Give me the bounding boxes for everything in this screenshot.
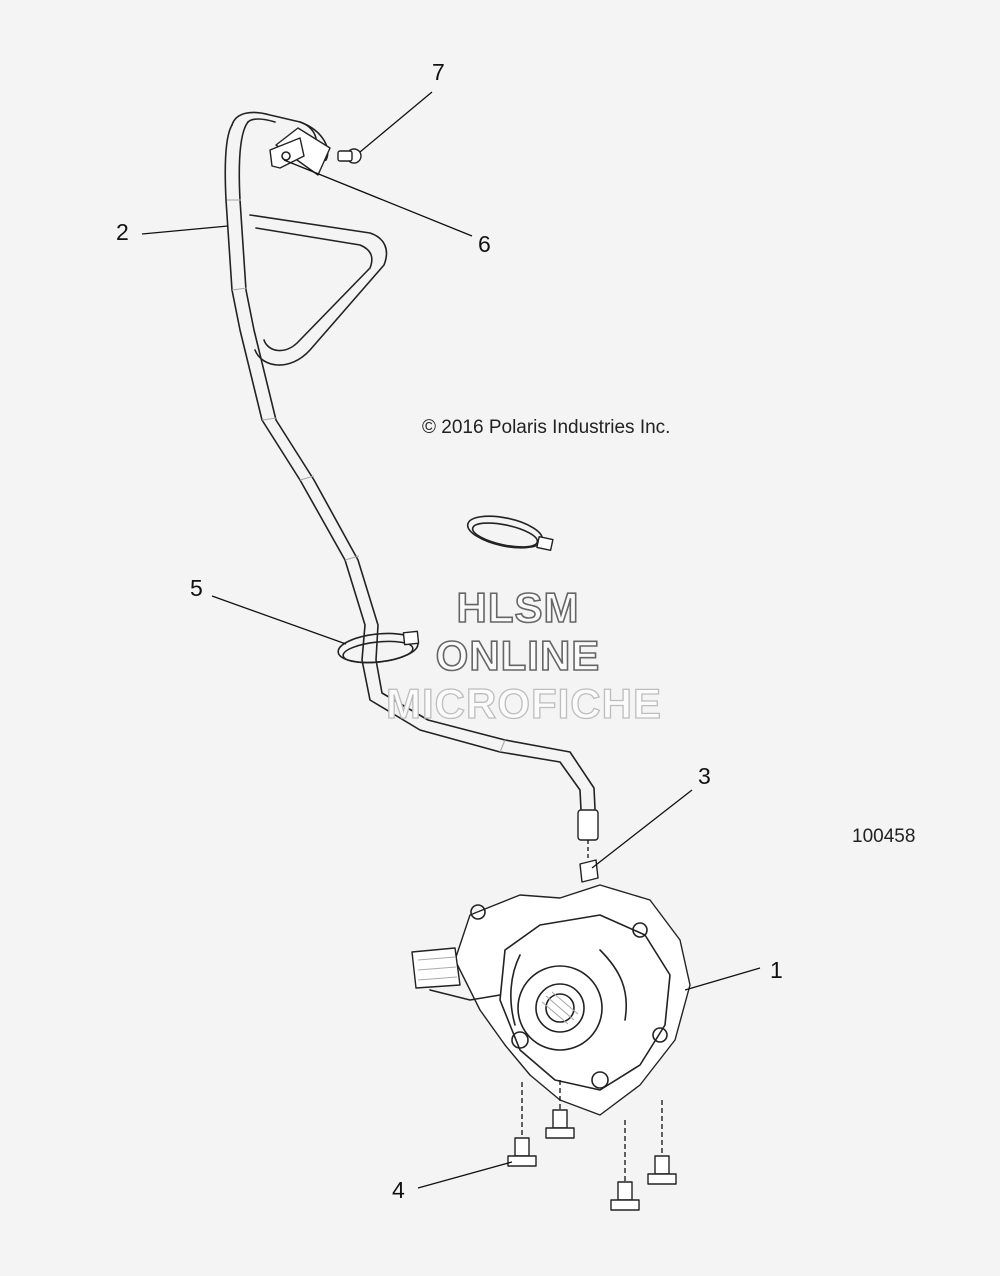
callout-5: 5 — [190, 575, 203, 601]
leader-2 — [141, 225, 229, 235]
vent-fitting — [579, 840, 599, 883]
bolt — [610, 1120, 640, 1211]
callout-2: 2 — [116, 219, 129, 245]
mounting-bolts — [507, 1080, 677, 1211]
leader-1 — [684, 967, 761, 991]
cable-tie — [337, 630, 420, 664]
bolt — [545, 1080, 575, 1139]
callout-6: 6 — [478, 231, 491, 257]
bolt — [507, 1082, 537, 1167]
watermark: HLSM ONLINE MICROFICHE — [385, 583, 662, 727]
leader-lines — [141, 91, 761, 1189]
bolt — [647, 1100, 677, 1185]
bracket-screw — [337, 148, 362, 164]
callout-1: 1 — [770, 957, 783, 983]
watermark-line-1: HLSM — [457, 584, 580, 631]
hose-bracket — [269, 137, 305, 169]
watermark-line-3: MICROFICHE — [386, 680, 662, 727]
leader-7 — [359, 91, 433, 153]
callout-4: 4 — [392, 1177, 405, 1203]
figure-number: 100458 — [852, 826, 915, 847]
watermark-line-2: ONLINE — [436, 632, 601, 679]
leader-5 — [211, 595, 347, 645]
cable-tie-loose — [466, 515, 554, 552]
copyright-notice: © 2016 Polaris Industries Inc. — [422, 417, 670, 438]
leader-6 — [283, 159, 473, 237]
leader-3 — [591, 789, 693, 869]
vent-hose — [224, 111, 599, 841]
callout-7: 7 — [432, 59, 445, 85]
callout-3: 3 — [698, 763, 711, 789]
gearcase — [411, 884, 691, 1116]
leader-4 — [417, 1161, 513, 1189]
